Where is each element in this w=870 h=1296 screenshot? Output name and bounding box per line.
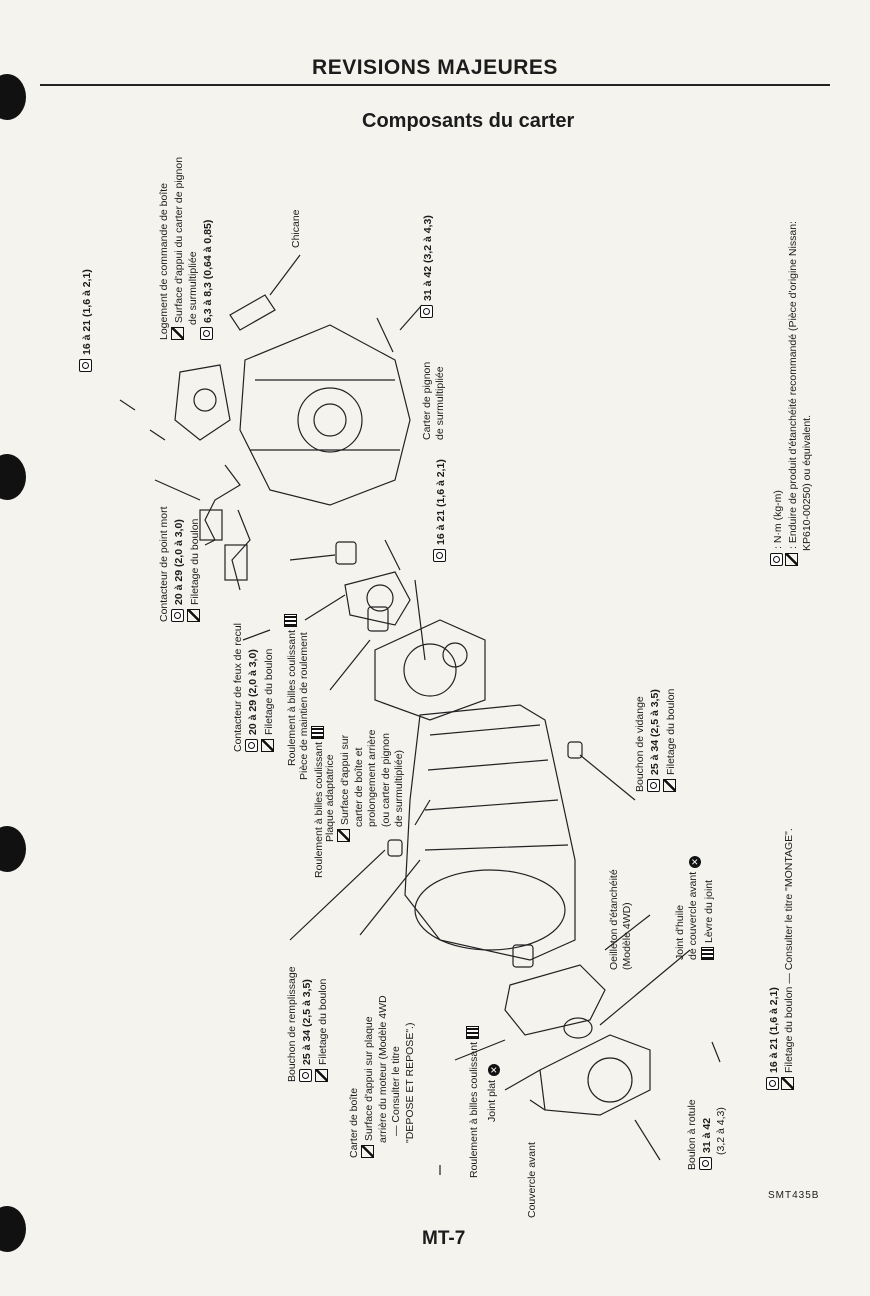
sealant-icon — [186, 609, 200, 622]
torque-wrench-icon — [766, 1077, 779, 1090]
figure-code: SMT435B — [768, 1190, 820, 1201]
adapter-plate-callout: Plaque adaptatrice Surface d'appui sur c… — [324, 729, 406, 842]
front-cover-drawing — [539, 1034, 651, 1116]
torque-wrench-icon — [699, 1157, 713, 1170]
bolt-callout: 16 à 21 (1,6 à 2,1) Filetage du boulon —… — [766, 828, 797, 1090]
overdrive-case-label: Carter de pignon de surmultipliée — [421, 361, 447, 440]
oil-seal-callout: Joint d'huile de couvercle avant✕ Lèvre … — [674, 855, 717, 960]
sealant-icon — [260, 739, 274, 752]
sealant-icon — [361, 1145, 375, 1158]
gasket-drawing — [504, 964, 606, 1036]
grommet-callout: Oeilleton d'étanchéité (Modèle 4WD) — [608, 869, 634, 970]
gasket-label: Joint plat✕ — [486, 1063, 500, 1122]
replace-x-icon: ✕ — [689, 855, 702, 868]
grease-icon — [466, 1026, 479, 1040]
page-number: MT-7 — [422, 1228, 466, 1249]
neutral-switch-callout: Contacteur de point mort 20 à 29 (2,0 à … — [158, 506, 201, 622]
torque-label-16-21-b: 16 à 21 (1,6 à 2,1) — [433, 459, 448, 562]
drain-plug-callout: Bouchon de vidange 25 à 34 (2,5 à 3,5) F… — [634, 688, 677, 792]
torque-wrench-icon — [647, 779, 661, 792]
front-cover-label: Couvercle avant — [526, 1142, 538, 1218]
adapter-plate-drawing — [374, 619, 486, 721]
sealant-icon — [337, 829, 351, 842]
replace-x-icon: ✕ — [488, 1063, 500, 1076]
chicane-label: Chicane — [290, 209, 302, 248]
grease-icon — [701, 947, 715, 960]
torque-wrench-icon — [299, 1069, 313, 1082]
filler-plug-callout: Bouchon de remplissage 25 à 34 (2,5 à 3,… — [286, 966, 329, 1082]
sealant-icon — [314, 1069, 328, 1082]
header-rule — [40, 84, 830, 86]
sealant-icon — [785, 553, 799, 566]
retainer-drawing — [344, 571, 411, 626]
baffle-drawing — [229, 294, 276, 331]
reverse-switch-callout: Contacteur de feux de recul 20 à 29 (2,0… — [232, 623, 275, 752]
torque-wrench-icon — [245, 739, 259, 752]
overdrive-case-drawing — [239, 324, 411, 506]
torque-wrench-icon — [770, 553, 783, 566]
shift-housing-drawing — [174, 364, 231, 441]
grease-icon — [311, 726, 324, 740]
bearing-retainer-label: Pièce de maintien de roulement — [298, 632, 310, 780]
torque-label-31-42: 31 à 42 (3,2 à 4,3) — [420, 215, 435, 318]
torque-wrench-icon — [433, 549, 446, 562]
sealant-icon — [171, 327, 185, 340]
torque-wrench-icon — [79, 359, 92, 372]
sealant-icon — [662, 779, 676, 792]
ball-pin-callout: Boulon à rotule 31 à 42 (3,2 à 4,3) — [686, 1099, 727, 1170]
grease-icon — [284, 614, 297, 628]
torque-wrench-icon — [420, 305, 433, 318]
torque-label-top-left: 16 à 21 (1,6 à 2,1) — [79, 269, 94, 372]
torque-wrench-icon — [200, 327, 214, 340]
page-title: REVISIONS MAJEURES — [312, 56, 558, 79]
legend: : N·m (kg-m) : Enduire de produit d'étan… — [770, 221, 814, 566]
reverse-switch-drawing — [231, 509, 251, 591]
sealant-icon — [781, 1077, 795, 1090]
sliding-bearing-label-c: Roulement à billes coulissant — [466, 1022, 481, 1178]
transmission-case-drawing — [404, 704, 576, 961]
section-subtitle: Composants du carter — [362, 110, 575, 132]
torque-wrench-icon — [171, 609, 185, 622]
shift-housing-callout: Logement de commande de boîte Surface d'… — [158, 156, 215, 340]
transmission-case-callout: Carter de boîte Surface d'appui sur plaq… — [348, 995, 416, 1158]
